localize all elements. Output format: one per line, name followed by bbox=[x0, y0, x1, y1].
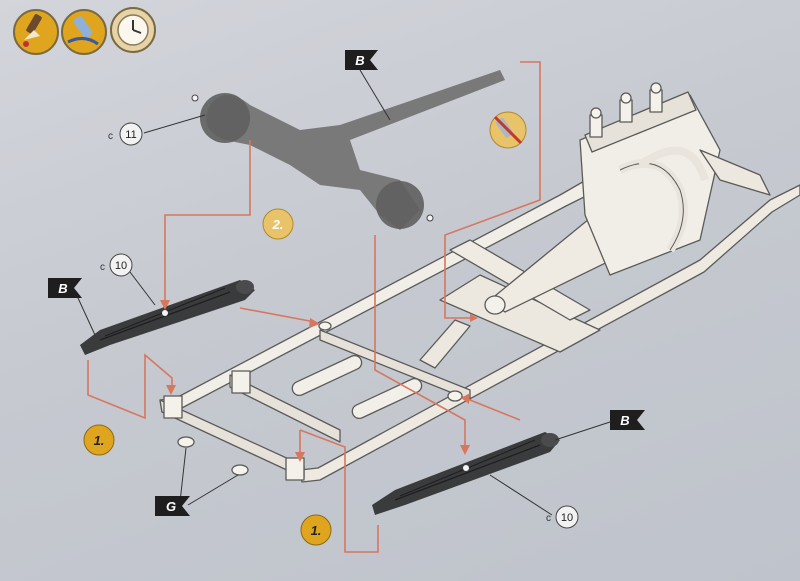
right-spring-flag: B bbox=[610, 410, 645, 430]
rear-axle-part bbox=[191, 70, 506, 230]
step-1-badge-left: 1. bbox=[83, 424, 115, 456]
guide-arrowheads bbox=[160, 300, 478, 462]
header-icons bbox=[13, 7, 156, 55]
engine-assembly bbox=[484, 82, 771, 315]
part-prefix: c bbox=[100, 262, 105, 273]
bushing-flag: G bbox=[155, 496, 190, 516]
part-prefix: c bbox=[108, 131, 113, 142]
axle-part-number: c 11 bbox=[108, 122, 143, 146]
left-spring-part-number: c 10 bbox=[100, 253, 133, 277]
svg-text:1.: 1. bbox=[94, 433, 105, 448]
paint-brush-icon bbox=[13, 9, 59, 55]
left-leaf-spring-part bbox=[80, 280, 255, 355]
part-number: 11 bbox=[125, 129, 136, 141]
svg-text:G: G bbox=[166, 499, 176, 514]
clock-icon bbox=[110, 7, 156, 53]
right-leaf-spring-part bbox=[372, 432, 560, 515]
no-glue-icon bbox=[489, 111, 527, 149]
svg-text:2.: 2. bbox=[272, 217, 284, 232]
svg-text:1.: 1. bbox=[311, 523, 322, 538]
svg-text:B: B bbox=[620, 413, 629, 428]
leader-lines bbox=[77, 69, 611, 516]
part-prefix: c bbox=[546, 513, 551, 524]
svg-text:B: B bbox=[58, 281, 67, 296]
axle-flag: B bbox=[345, 50, 378, 70]
step-2-badge: 2. bbox=[262, 208, 294, 240]
chassis-frame bbox=[159, 159, 800, 483]
right-spring-part-number: c 10 bbox=[546, 505, 579, 529]
svg-text:B: B bbox=[355, 53, 364, 68]
step-1-badge-bottom: 1. bbox=[300, 514, 332, 546]
glue-icon bbox=[61, 9, 107, 55]
guide-lines bbox=[87, 61, 541, 553]
part-number: 10 bbox=[115, 260, 127, 272]
left-spring-flag: B bbox=[48, 278, 82, 298]
part-number: 10 bbox=[561, 512, 573, 524]
